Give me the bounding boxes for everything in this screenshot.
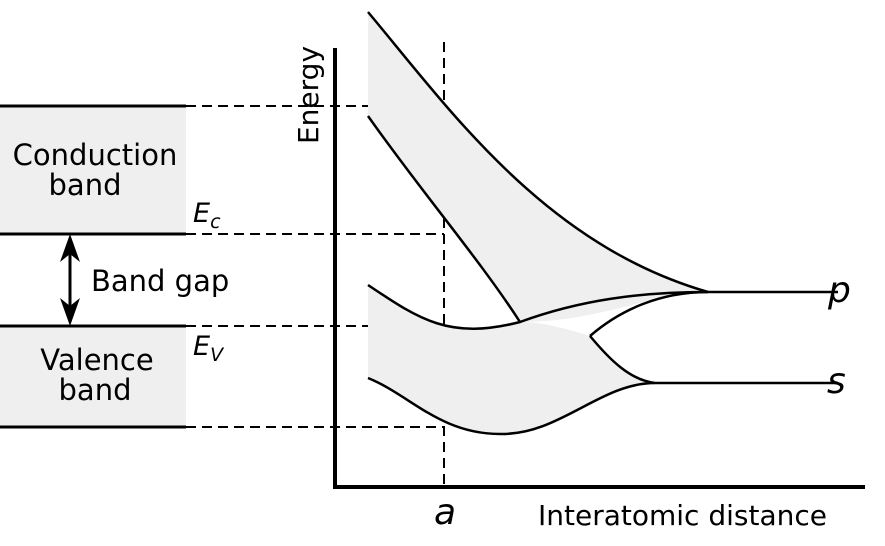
- s-curve-label: s: [827, 361, 846, 402]
- x-marker-a: a: [434, 492, 456, 533]
- band-curves: [366, 11, 838, 436]
- p-s-branch-join: [589, 290, 709, 337]
- ec-label: Ec: [193, 198, 221, 233]
- upper-band-region: [368, 12, 708, 322]
- band-gap-arrow-down: [60, 298, 80, 326]
- band-gap-label: Band gap: [91, 264, 229, 298]
- valence-band-label-line2: band: [59, 373, 132, 407]
- conduction-band-label-line1: Conduction: [13, 138, 178, 172]
- conduction-band-label-line2: band: [49, 168, 122, 202]
- s-lower-curve: [367, 376, 656, 436]
- x-axis-label: Interatomic distance: [538, 499, 827, 532]
- valence-band-box: [0, 326, 186, 427]
- p-upper-curve: [367, 11, 838, 294]
- band-gap-arrow-up: [60, 234, 80, 262]
- lower-band-region: [368, 285, 655, 435]
- valence-band-label-line1: Valence: [40, 343, 153, 377]
- p-curve-label: p: [827, 270, 851, 311]
- ev-label: EV: [193, 331, 225, 366]
- p-lower-curve: [366, 115, 709, 324]
- conduction-band-box: [0, 106, 186, 234]
- y-axis-label: Energy: [292, 46, 325, 144]
